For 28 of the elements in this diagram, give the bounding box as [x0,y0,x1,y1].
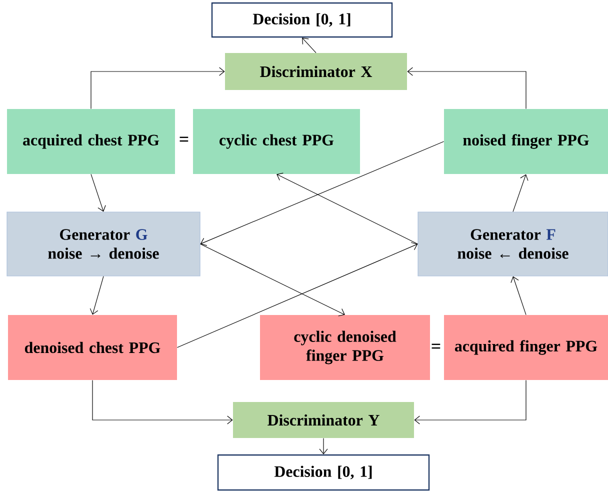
arrow [319,438,328,454]
generator-box: Generator G noise → denoise [6,212,200,276]
arrow [512,174,528,212]
signal-box: noised finger PPG [444,109,608,174]
decision-box: Decision [0, 1] [217,454,430,491]
arrow [90,276,104,315]
equals-sign: = [432,344,440,349]
signal-box: acquired finger PPG [444,315,608,380]
signal-box: cyclic chest PPG [193,109,360,174]
arrow [200,141,444,246]
arrow [510,276,526,316]
arrow [176,242,418,348]
discriminator-box: Discriminator X [225,53,407,90]
arrow [90,174,106,212]
arrow [302,38,316,54]
signal-box: acquired chest PPG [7,109,175,174]
arrow [407,67,526,110]
arrow [90,67,225,110]
signal-box: denoised chest PPG [8,315,177,380]
arrow [276,172,418,244]
arrow [200,244,345,316]
generator-box: Generator F noise ← denoise [418,212,608,276]
equals-sign: = [180,136,188,142]
arrow [414,380,526,424]
signal-box: cyclic denoised finger PPG [260,315,430,380]
discriminator-box: Discriminator Y [233,402,414,438]
arrow [92,380,233,424]
decision-box: Decision [0, 1] [211,2,393,38]
